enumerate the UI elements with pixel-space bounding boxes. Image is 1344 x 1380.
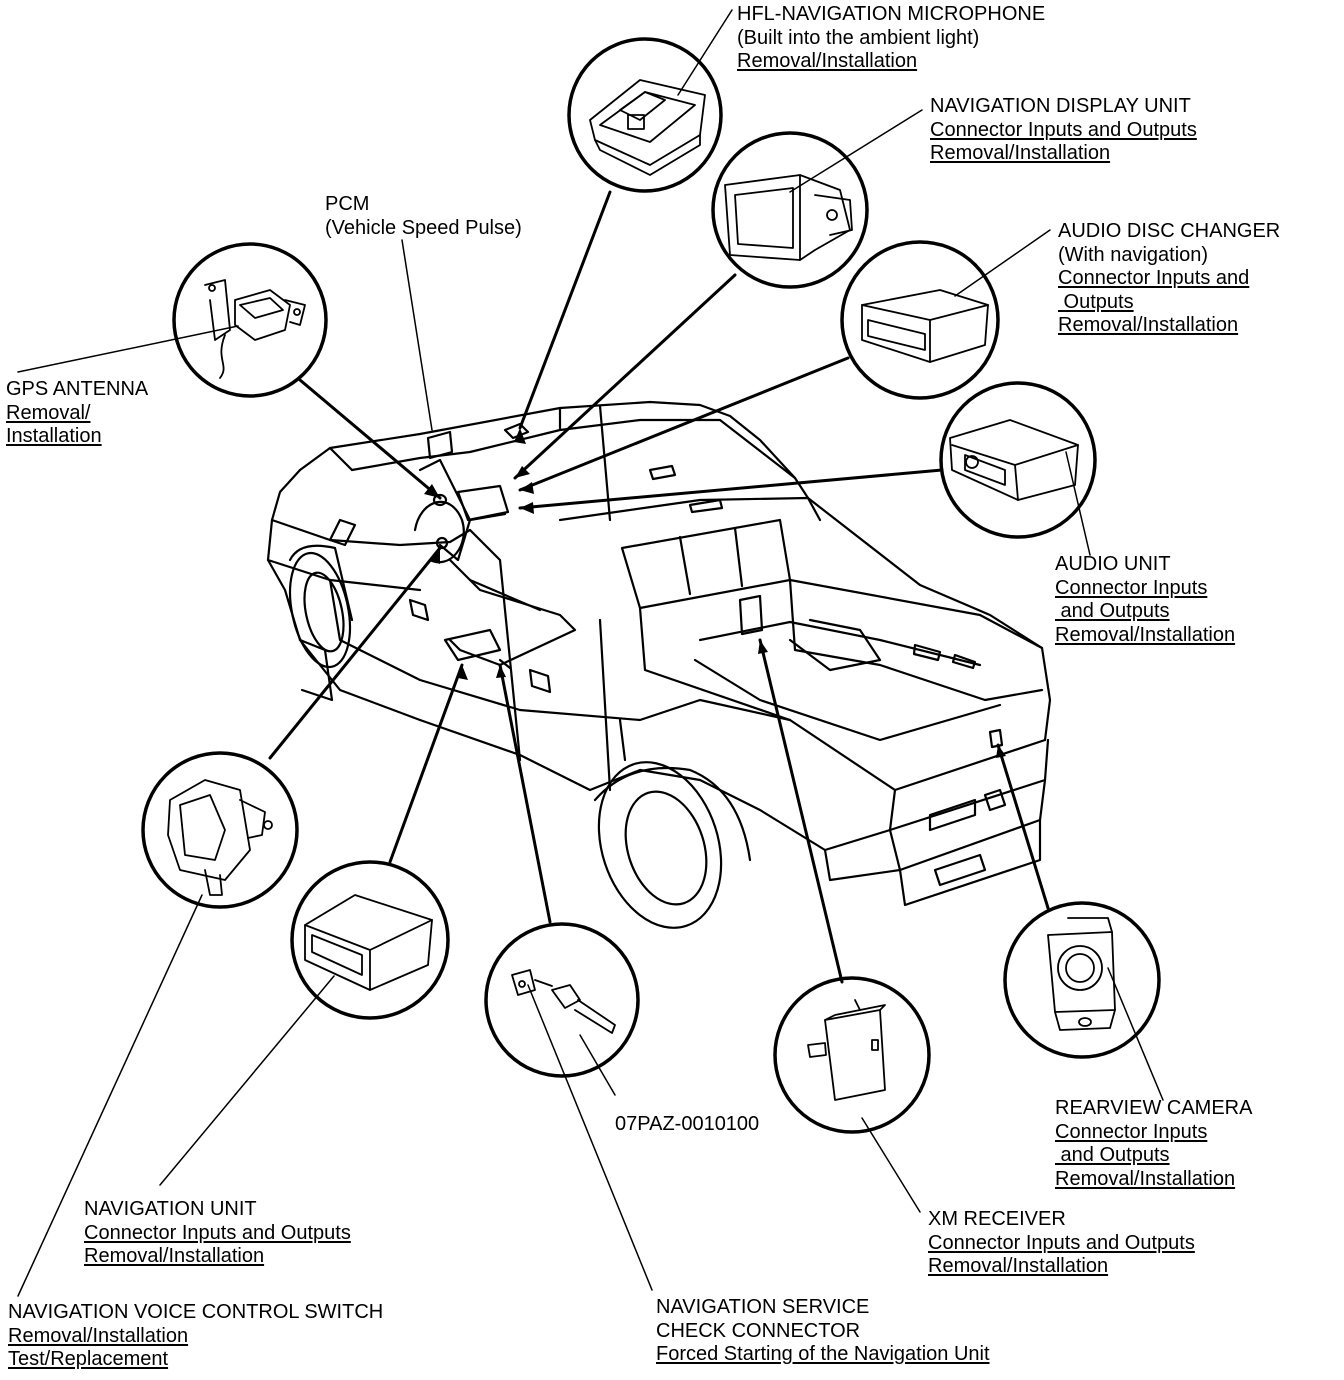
nav-display-title: NAVIGATION DISPLAY UNIT: [930, 95, 1191, 117]
voice-switch-link-test[interactable]: Test/Replacement: [8, 1348, 169, 1370]
rearview-camera-link-io-2[interactable]: and Outputs: [1055, 1144, 1170, 1166]
nav-display-label: NAVIGATION DISPLAY UNIT Connector Inputs…: [930, 95, 1197, 166]
xm-receiver-title: XM RECEIVER: [928, 1208, 1066, 1230]
disc-changer-note: (With navigation): [1058, 243, 1209, 266]
nav-unit-callout: [290, 860, 450, 1020]
audio-unit-link-io-1[interactable]: Connector Inputs: [1055, 576, 1208, 599]
audio-unit-callout: [939, 381, 1097, 539]
xm-receiver-link-removal[interactable]: Removal/Installation: [928, 1255, 1109, 1277]
pcm-label: PCM (Vehicle Speed Pulse): [325, 193, 522, 240]
callout-lines: [17, 9, 1164, 1297]
audio-unit-label: AUDIO UNIT Connector Inputs and Outputs …: [1055, 553, 1235, 647]
service-connector-title-2: CHECK CONNECTOR: [656, 1319, 861, 1342]
xm-receiver-label: XM RECEIVER Connector Inputs and Outputs…: [928, 1208, 1195, 1279]
hfl-microphone-callout: [567, 37, 723, 193]
nav-display-callout: [711, 131, 869, 289]
gps-antenna-title: GPS ANTENNA: [6, 378, 149, 400]
pickup-truck-illustration: [266, 400, 1052, 929]
tool-number: 07PAZ-0010100: [615, 1113, 760, 1135]
gps-antenna-callout: [172, 242, 328, 398]
disc-changer-link-io-2[interactable]: Outputs: [1058, 290, 1134, 313]
rearview-camera-title: REARVIEW CAMERA: [1055, 1097, 1253, 1119]
disc-changer-callout: [840, 240, 1000, 400]
nav-display-link-io[interactable]: Connector Inputs and Outputs: [930, 118, 1197, 141]
audio-unit-link-removal[interactable]: Removal/Installation: [1055, 623, 1236, 646]
pcm-title: PCM: [325, 193, 370, 215]
gps-antenna-label: GPS ANTENNA Removal/ Installation: [6, 378, 148, 449]
voice-switch-title: NAVIGATION VOICE CONTROL SWITCH: [8, 1301, 384, 1323]
gps-antenna-link-removal[interactable]: Removal/: [6, 401, 91, 424]
voice-switch-label: NAVIGATION VOICE CONTROL SWITCH Removal/…: [8, 1301, 383, 1372]
disc-changer-link-io-1[interactable]: Connector Inputs and: [1058, 267, 1250, 289]
audio-unit-title: AUDIO UNIT: [1055, 553, 1171, 575]
hfl-mic-title: HFL-NAVIGATION MICROPHONE: [737, 3, 1046, 25]
nav-unit-link-removal[interactable]: Removal/Installation: [84, 1245, 265, 1267]
nav-unit-link-io[interactable]: Connector Inputs and Outputs: [84, 1221, 351, 1244]
hfl-mic-note: (Built into the ambient light): [737, 26, 980, 49]
rearview-camera-link-removal[interactable]: Removal/Installation: [1055, 1167, 1236, 1190]
disc-changer-link-removal[interactable]: Removal/Installation: [1058, 314, 1239, 336]
rearview-camera-callout: [1003, 901, 1161, 1059]
nav-display-link-removal[interactable]: Removal/Installation: [930, 142, 1111, 164]
rearview-camera-link-io-1[interactable]: Connector Inputs: [1055, 1120, 1208, 1143]
audio-unit-link-io-2[interactable]: and Outputs: [1055, 600, 1170, 622]
leader-lines: [268, 190, 1050, 984]
nav-unit-title: NAVIGATION UNIT: [84, 1198, 257, 1220]
hfl-mic-label: HFL-NAVIGATION MICROPHONE (Built into th…: [737, 3, 1045, 74]
tool-number-label: 07PAZ-0010100: [615, 1113, 759, 1137]
voice-switch-link-removal[interactable]: Removal/Installation: [8, 1324, 189, 1347]
hfl-mic-link-removal[interactable]: Removal/Installation: [737, 50, 918, 72]
service-connector-label: NAVIGATION SERVICE CHECK CONNECTOR Force…: [656, 1296, 990, 1367]
pcm-note: (Vehicle Speed Pulse): [325, 216, 522, 239]
service-connector-title: NAVIGATION SERVICE: [656, 1296, 870, 1318]
service-connector-callout: [484, 922, 640, 1078]
disc-changer-title: AUDIO DISC CHANGER: [1058, 220, 1281, 242]
xm-receiver-link-io[interactable]: Connector Inputs and Outputs: [928, 1231, 1195, 1254]
gps-antenna-link-installation[interactable]: Installation: [6, 425, 102, 447]
xm-receiver-callout: [773, 976, 931, 1134]
service-connector-link-forced-start[interactable]: Forced Starting of the Navigation Unit: [656, 1343, 990, 1365]
voice-switch-callout: [141, 751, 299, 909]
rearview-camera-label: REARVIEW CAMERA Connector Inputs and Out…: [1055, 1097, 1252, 1191]
nav-unit-label: NAVIGATION UNIT Connector Inputs and Out…: [84, 1198, 351, 1269]
disc-changer-label: AUDIO DISC CHANGER (With navigation) Con…: [1058, 220, 1280, 338]
arrowheads: [424, 428, 1006, 758]
